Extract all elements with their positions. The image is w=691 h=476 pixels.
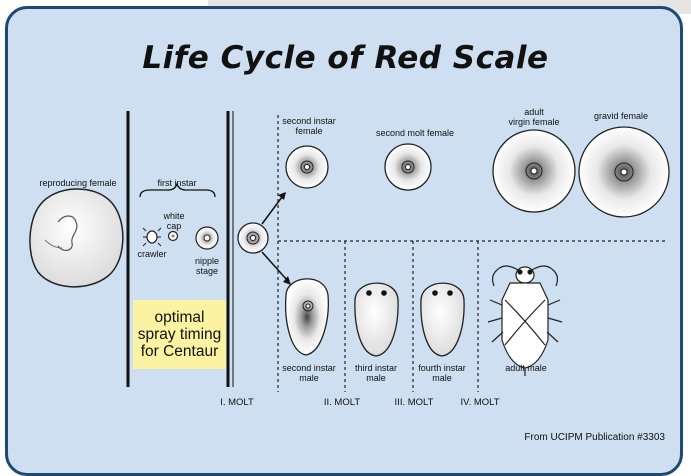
label-third-instar-male: third instar male — [355, 363, 397, 383]
molt-label-1: I. MOLT — [220, 397, 254, 408]
crawler-shape — [143, 228, 161, 246]
arrow-to-female — [262, 197, 282, 224]
molt-label-4: IV. MOLT — [460, 397, 499, 408]
fourth-instar-male-shape — [421, 283, 464, 356]
diagram-title: Life Cycle of Red Scale — [0, 40, 691, 76]
label-second-instar-female: second instar female — [282, 116, 336, 136]
third-instar-male-shape — [355, 283, 398, 356]
arrow-to-male — [262, 252, 287, 280]
label-second-instar-male: second instar male — [282, 363, 336, 383]
label-white-cap: white cap — [163, 211, 184, 231]
label-crawler: crawler — [137, 249, 166, 259]
label-adult-virgin-female: adult virgin female — [508, 107, 559, 127]
label-first-instar: first instar — [157, 178, 196, 188]
adult-male-shape — [488, 266, 562, 376]
label-second-molt-female: second molt female — [376, 128, 454, 138]
label-adult-male: adult male — [505, 363, 547, 373]
second-instar-male-shape — [286, 279, 329, 355]
label-fourth-instar-male: fourth instar male — [418, 363, 466, 383]
label-reproducing-female: reproducing female — [39, 178, 116, 188]
label-gravid-female: gravid female — [594, 111, 648, 121]
reproducing-female-shape — [30, 189, 123, 287]
molt-label-3: III. MOLT — [395, 397, 434, 408]
spray-timing-box: optimal spray timing for Centaur — [133, 300, 226, 369]
publication-credit: From UCIPM Publication #3303 — [524, 432, 665, 443]
label-nipple-stage: nipple stage — [195, 256, 219, 276]
molt-label-2: II. MOLT — [324, 397, 360, 408]
